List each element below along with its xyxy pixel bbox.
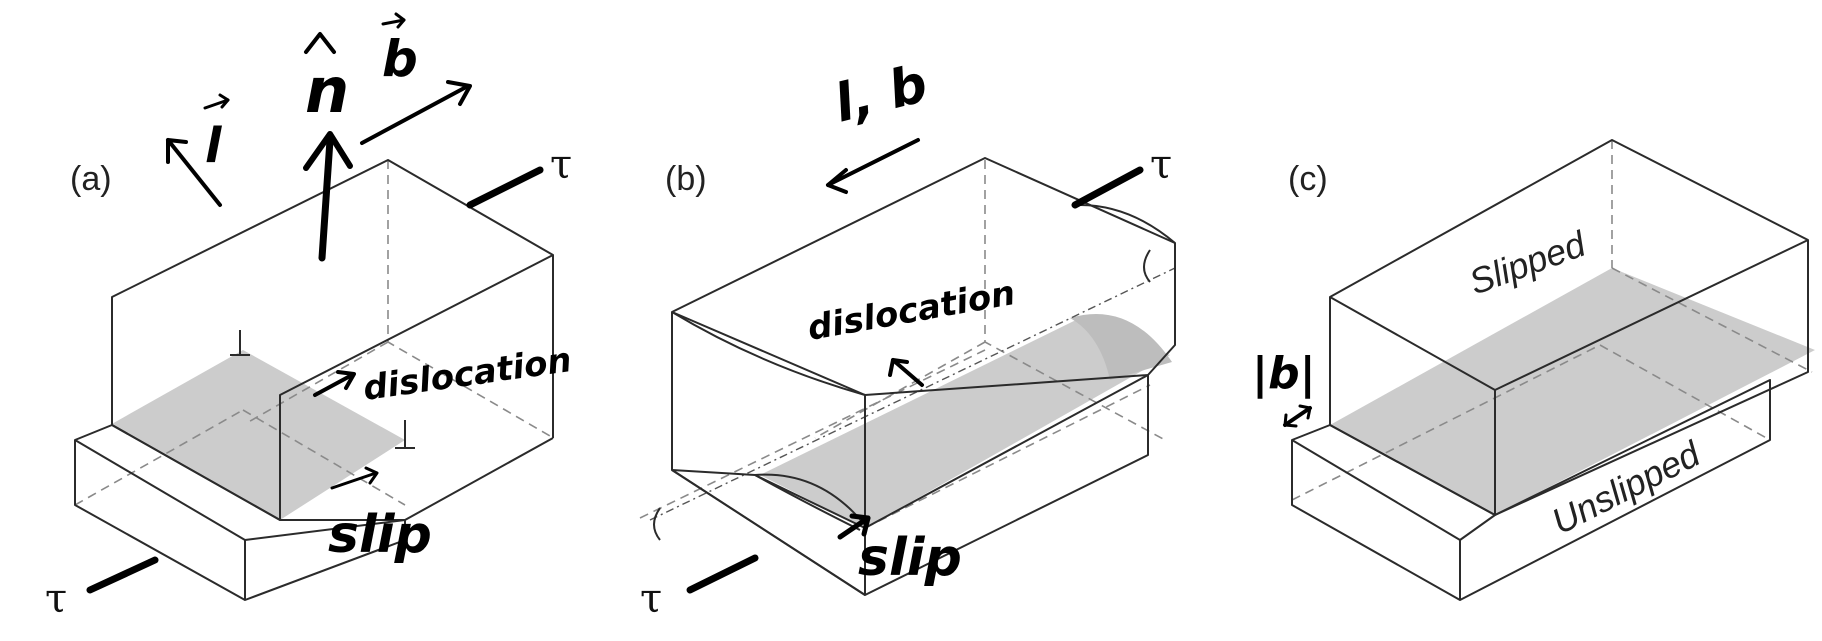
panel-a-tau-bar-top xyxy=(466,166,544,209)
panel-a-n-arrow xyxy=(318,136,334,262)
panel-c-burgers-arrow xyxy=(1283,406,1312,427)
panel-c-slip-plane xyxy=(1330,268,1815,515)
panel-b-slipped-region xyxy=(760,318,1170,528)
panel-a-n-label: n xyxy=(305,54,349,127)
panel-a-tau-bottom: τ xyxy=(45,576,67,622)
panel-a-b-label: b xyxy=(382,30,418,88)
panel-a-tau-bar-bottom xyxy=(86,556,159,594)
panel-b-lb-arrow xyxy=(826,138,920,187)
panel-b-lb-label: l, b xyxy=(829,54,934,135)
panel-c-label: (c) xyxy=(1288,160,1328,198)
panel-c-burgers-label: |b| xyxy=(1252,348,1316,399)
panel-a-slip-label: slip xyxy=(328,505,432,565)
panel-a-l-label: l xyxy=(205,118,222,174)
panel-b-tau-bar-bottom xyxy=(686,554,759,594)
panel-a: (a) τ τ l n b dislocation slip xyxy=(45,12,574,622)
panel-a-l-arrow xyxy=(166,138,222,207)
panel-a-dislocation-label: dislocation xyxy=(361,340,574,409)
panel-a-dislocation-arrow xyxy=(313,373,354,397)
panel-b-tau-top: τ xyxy=(1150,142,1172,188)
panel-a-slipped-region xyxy=(110,350,405,520)
panel-a-label: (a) xyxy=(70,160,112,198)
panel-b-dislocation-label: dislocation xyxy=(805,273,1019,349)
panel-b-slip-label: slip xyxy=(858,528,962,588)
panel-a-tau-top: τ xyxy=(550,142,572,188)
panel-c-lower-block xyxy=(1291,379,1771,601)
panel-b: (b) τ τ l, b dislocation slip xyxy=(639,54,1176,622)
panel-b-tau-bar-top xyxy=(1071,166,1144,209)
panel-a-b-arrow xyxy=(360,84,470,145)
panel-a-lower-step xyxy=(74,424,406,601)
panel-c: (c) Slipped Unslipped |b| xyxy=(1252,139,1815,601)
panel-b-tau-bottom: τ xyxy=(640,576,662,622)
panel-b-label: (b) xyxy=(665,160,707,198)
